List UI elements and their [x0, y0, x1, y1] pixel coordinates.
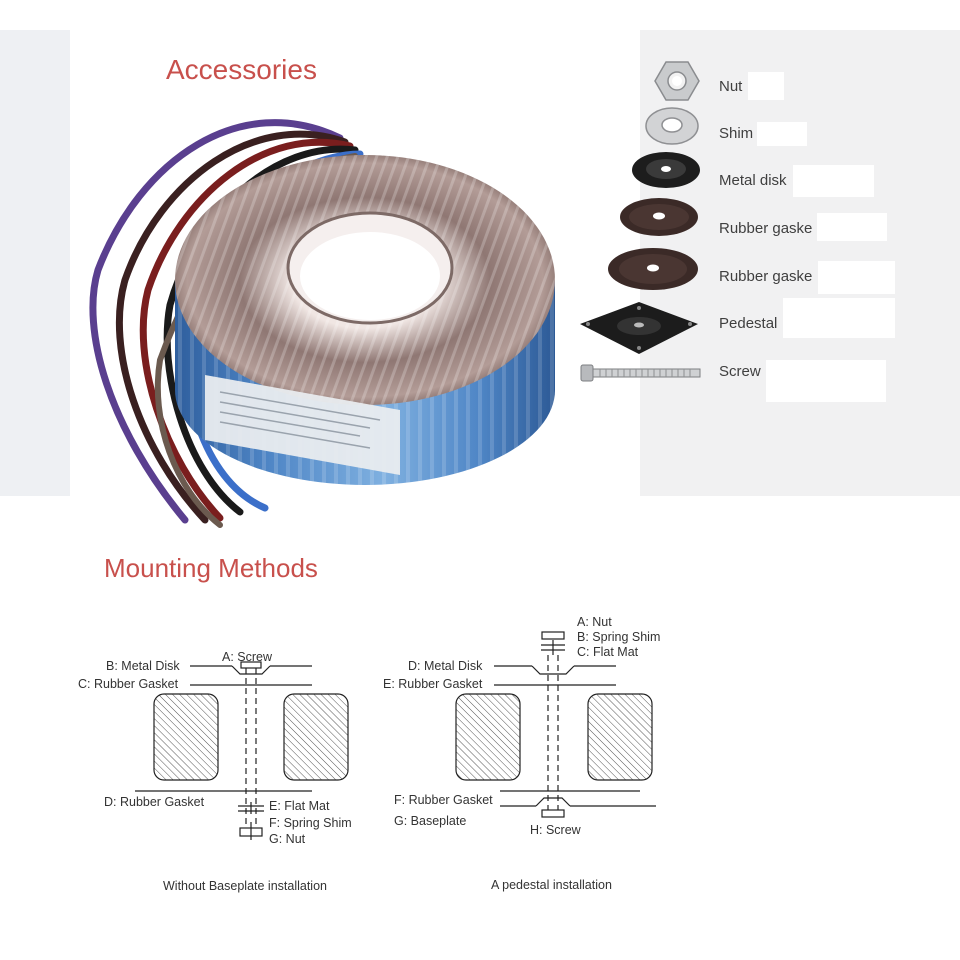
label-rubber-gasket: C: Rubber Gasket [78, 677, 179, 691]
toroid-core-section-left [455, 693, 521, 781]
toroid-core-section-right [587, 693, 653, 781]
toroid-core-section-left [153, 693, 219, 781]
label-cover-patch [818, 261, 895, 294]
metal-disk-icon [632, 152, 700, 188]
pedestal-diagram [455, 631, 656, 818]
label-rubber-gasket: F: Rubber Gasket [394, 793, 493, 807]
accessory-label-rubber-gasket-2: Rubber gaske [719, 268, 813, 285]
pedestal-plate-icon [580, 302, 698, 354]
label-cover-patch [766, 360, 886, 402]
label-rubber-gasket: D: Rubber Gasket [104, 795, 205, 809]
label-metal-disk: D: Metal Disk [408, 659, 483, 673]
label-spring-shim: B: Spring Shim [577, 630, 661, 644]
label-nut: A: Nut [577, 615, 612, 629]
caption-without-baseplate: Without Baseplate installation [163, 879, 327, 893]
label-cover-patch [793, 165, 874, 197]
label-metal-disk: B: Metal Disk [106, 659, 180, 673]
mounting-methods-title: Mounting Methods [104, 553, 318, 583]
label-cover-patch [817, 213, 887, 241]
label-cover-patch [757, 122, 807, 146]
toroid-core-section-right [283, 693, 349, 781]
label-cover-patch [748, 72, 784, 100]
label-cover-patch [783, 298, 895, 338]
label-flat-mat: C: Flat Mat [577, 645, 639, 659]
accessory-label-metal-disk: Metal disk [719, 172, 787, 189]
label-rubber-gasket: E: Rubber Gasket [383, 677, 483, 691]
accessory-label-pedestal: Pedestal [719, 315, 778, 332]
rubber-gasket-icon [608, 248, 698, 290]
caption-pedestal-installation: A pedestal installation [491, 878, 612, 892]
label-spring-shim: F: Spring Shim [269, 816, 352, 830]
hex-nut-icon [654, 61, 700, 101]
label-nut: G: Nut [269, 832, 306, 846]
screw-bolt-icon [580, 364, 701, 382]
label-baseplate: G: Baseplate [394, 814, 467, 828]
accessories-title: Accessories [166, 54, 317, 85]
accessory-label-screw: Screw [719, 363, 761, 380]
toroidal-transformer-image [89, 119, 555, 528]
rubber-gasket-icon [620, 198, 698, 236]
without-baseplate-diagram [135, 661, 349, 840]
mounting-diagrams [135, 631, 656, 840]
accessory-label-shim: Shim [719, 125, 754, 142]
accessory-label-rubber-gasket-1: Rubber gaske [719, 220, 813, 237]
label-screw: H: Screw [530, 823, 581, 837]
label-screw: A: Screw [222, 650, 273, 664]
label-flat-mat: E: Flat Mat [269, 799, 330, 813]
accessory-label-nut: Nut [719, 78, 743, 95]
washer-icon [645, 107, 699, 145]
